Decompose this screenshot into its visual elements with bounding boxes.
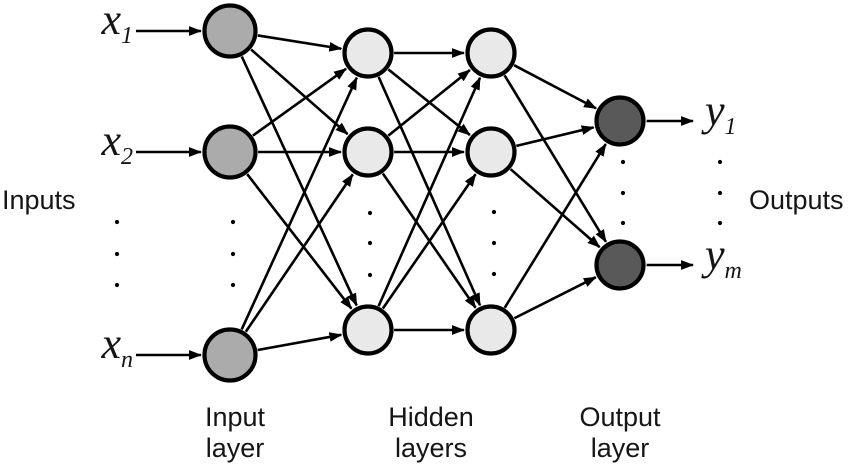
connection-edge: [250, 48, 349, 136]
ellipsis-dot: [620, 220, 626, 226]
output-math-subscript: 1: [725, 114, 737, 140]
ellipsis-dot: [230, 219, 236, 225]
connection-edge: [516, 125, 595, 148]
hidden-layer-1-node-3: [342, 304, 394, 356]
ellipsis-dot: [491, 240, 497, 246]
layer-caption-line: layers: [395, 433, 467, 463]
ellipsis-dot: [367, 240, 373, 246]
output-math-base: y: [701, 86, 725, 135]
output-math-subscript: m: [725, 258, 742, 284]
output-layer-node-2: [594, 239, 646, 291]
ellipsis-dot: [620, 190, 626, 196]
input-layer-node-3: [202, 327, 258, 383]
layer-caption-line: Hidden: [388, 402, 474, 432]
layer-caption-line: Output: [579, 402, 661, 432]
ellipsis-dot: [114, 219, 120, 225]
input-math-label-3: xn: [100, 319, 133, 373]
ellipsis-dot: [491, 209, 497, 215]
input-layer-node-1: [202, 3, 258, 59]
connection-edge: [509, 168, 601, 249]
input-math-label-1: x1: [100, 0, 133, 49]
connection-edge: [377, 76, 482, 307]
hidden-layer-1-node-1: [342, 27, 394, 79]
outputs-side-label: Outputs: [749, 185, 844, 215]
input-math-subscript: n: [121, 347, 133, 373]
connection-edge: [381, 173, 477, 310]
connection-edge: [503, 143, 607, 309]
inputs-side-label: Inputs: [2, 185, 76, 215]
hidden-layer-1-node-2: [342, 126, 394, 178]
ellipsis-dot: [717, 190, 723, 196]
hidden-layer-2-node-3: [465, 304, 517, 356]
ellipsis-dot: [114, 282, 120, 288]
ellipsis-dot: [491, 271, 497, 277]
ellipsis-dot: [717, 159, 723, 165]
layer-caption-line: Input: [205, 402, 266, 432]
connection-edge: [252, 67, 347, 137]
ellipsis-dot: [367, 210, 373, 216]
connection-edge: [513, 64, 597, 110]
output-math-base: y: [701, 230, 725, 279]
connection-edge: [503, 74, 608, 243]
output-math-label-2: ym: [701, 230, 742, 284]
hidden-layer-2-node-1: [465, 27, 517, 79]
ellipsis-dot: [717, 220, 723, 226]
hidden-layer-2-node-2: [465, 126, 517, 178]
connection-edge: [513, 276, 597, 320]
ellipsis-dot: [230, 282, 236, 288]
output-layer-node-1: [594, 95, 646, 147]
input-layer-node-2: [202, 124, 258, 180]
input-math-subscript: 2: [121, 144, 133, 170]
output-math-label-1: y1: [701, 86, 737, 140]
connection-edge: [257, 34, 343, 52]
layer-caption-line: layer: [591, 433, 650, 463]
connection-edge: [240, 76, 358, 330]
input-math-base: x: [100, 116, 121, 165]
input-math-subscript: 1: [121, 23, 133, 49]
ellipsis-dot: [367, 272, 373, 278]
ellipsis-dot: [114, 251, 120, 257]
ellipsis-dot: [230, 251, 236, 257]
input-math-base: x: [100, 319, 121, 368]
layer-caption-line: layer: [206, 433, 265, 463]
input-math-label-2: x2: [100, 116, 133, 170]
connection-edge: [257, 332, 343, 352]
connection-edge: [244, 173, 354, 333]
connection-edge: [387, 68, 471, 137]
connection-edge: [240, 55, 358, 307]
connection-edge: [246, 173, 353, 310]
ellipsis-dot: [620, 159, 626, 165]
input-math-base: x: [100, 0, 121, 44]
